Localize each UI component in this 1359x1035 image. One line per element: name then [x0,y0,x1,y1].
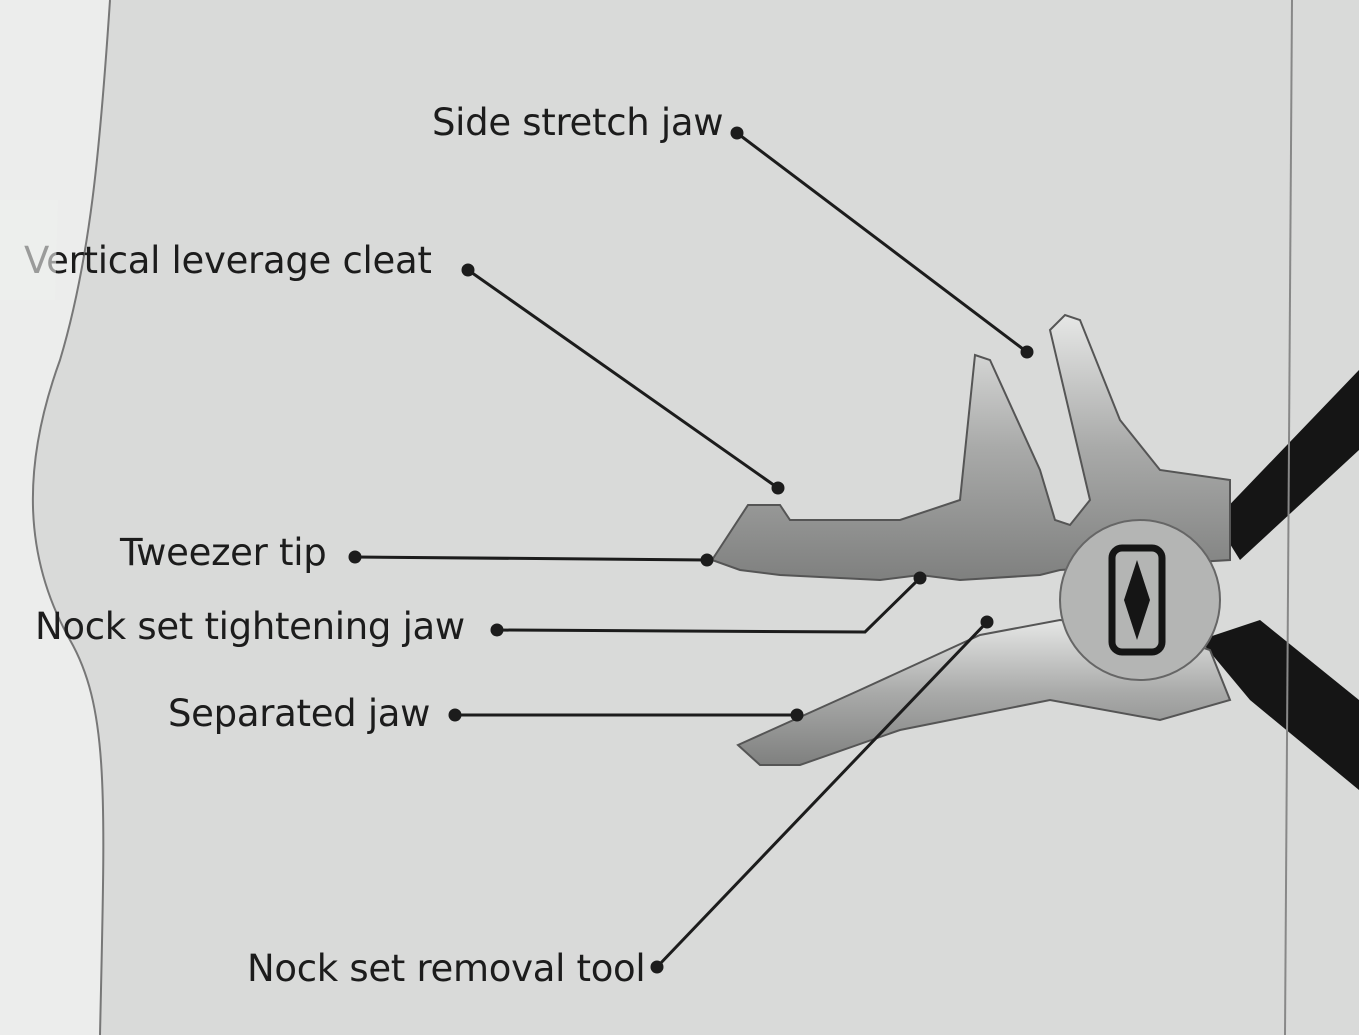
leader-nock-set-removal-tool [655,620,989,969]
leader-side-stretch-jaw [736,131,1028,354]
label-nock-set-removal-tool: Nock set removal tool [247,947,646,990]
leader-nock-set-tightening-jaw [496,576,922,634]
label-separated-jaw: Separated jaw [168,692,431,735]
label-vertical-leverage-cleat: Vertical leverage cleat [24,239,432,282]
label-nock-set-tightening-jaw: Nock set tightening jaw [35,605,465,648]
leader-tweezer-tip [354,555,708,562]
plastic-edge [0,0,110,1035]
logo-icon [1108,544,1166,656]
upper-handle [1215,370,1359,560]
upper-jaw [710,313,1231,582]
lower-handle [1200,620,1359,790]
leader-vertical-leverage-cleat [467,268,779,490]
label-side-stretch-jaw: Side stretch jaw [432,101,724,144]
label-tweezer-tip: Tweezer tip [120,531,327,574]
